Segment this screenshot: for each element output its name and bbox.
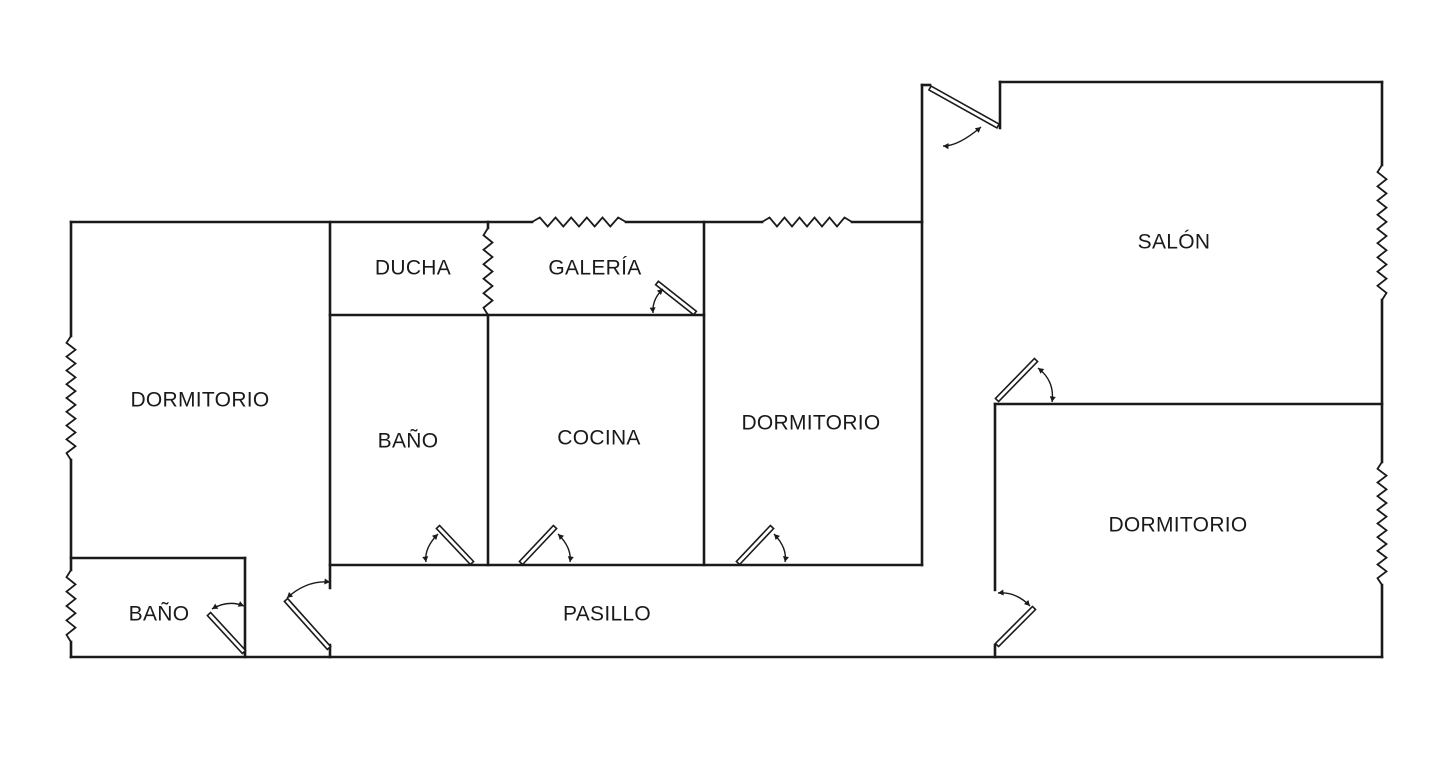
label-dormitorio-left: DORMITORIO — [130, 389, 269, 412]
label-ducha: DUCHA — [375, 257, 451, 280]
label-cocina: COCINA — [557, 427, 640, 450]
window-dormitorio-left — [65, 335, 77, 461]
door-bano-center[interactable] — [422, 524, 475, 566]
window-ducha — [482, 227, 494, 316]
door-entry[interactable] — [927, 84, 1001, 150]
label-pasillo: PASILLO — [563, 603, 651, 626]
windows — [65, 164, 1388, 643]
door-cocina[interactable] — [518, 524, 574, 566]
window-dormitorio-right — [1376, 461, 1388, 586]
label-salon: SALÓN — [1138, 231, 1211, 254]
window-salon — [1376, 164, 1388, 301]
door-dormitorio-right[interactable] — [994, 589, 1037, 648]
door-dormitorio-left[interactable] — [283, 578, 332, 651]
label-galeria: GALERÍA — [548, 257, 641, 280]
window-galeria — [531, 216, 627, 228]
door-salon[interactable] — [994, 357, 1056, 403]
doors — [206, 84, 1056, 655]
label-bano-center: BAÑO — [378, 429, 439, 453]
door-galeria[interactable] — [649, 280, 698, 316]
label-bano-small: BAÑO — [129, 602, 190, 626]
door-bano-small[interactable] — [206, 601, 247, 655]
window-bano-small — [65, 569, 77, 643]
walls — [69, 80, 1384, 659]
door-dormitorio-center[interactable] — [735, 524, 789, 566]
window-dormitorio-center — [761, 216, 853, 228]
label-dormitorio-right: DORMITORIO — [1108, 514, 1247, 537]
label-dormitorio-center: DORMITORIO — [741, 412, 880, 435]
room-labels: DORMITORIO BAÑO DUCHA GALERÍA BAÑO COCIN… — [129, 231, 1248, 626]
